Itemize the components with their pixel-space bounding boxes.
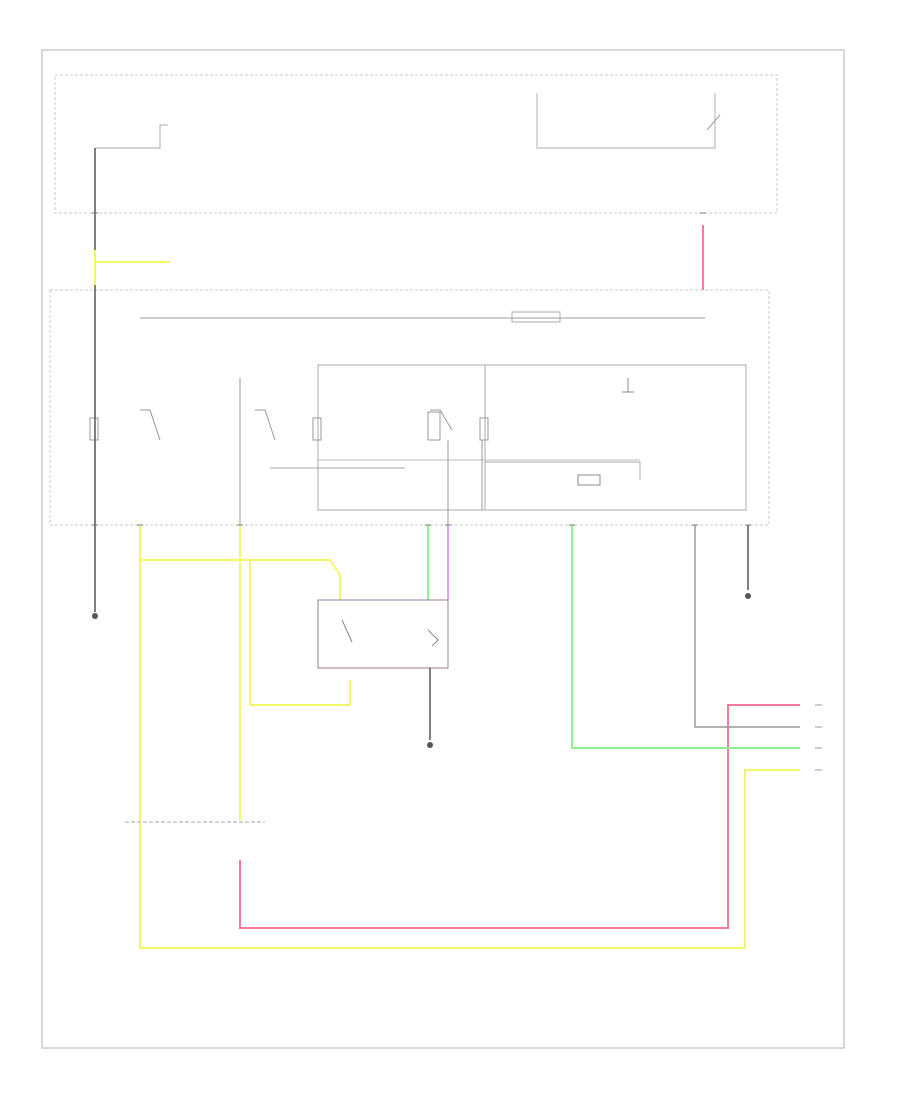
lower-module-box [49, 289, 770, 526]
wire-pink-run [239, 704, 800, 929]
relay-coil-2 [427, 411, 441, 441]
relay-panel-box [317, 364, 747, 511]
relay-coil-1 [312, 417, 322, 441]
switch-module-contact-2 [427, 629, 439, 647]
switch-contact-3 [430, 409, 453, 431]
fuse-element [577, 474, 601, 486]
wire-green-run [571, 525, 800, 749]
wire-yellow-top-run [140, 559, 341, 600]
switch-contact-1 [140, 409, 161, 441]
ground-left [92, 613, 98, 619]
upper-switch-contact [706, 114, 721, 131]
wire-yellow-switch-loop [249, 560, 351, 706]
upper-switch-outline [536, 93, 716, 149]
ground-center [427, 742, 433, 748]
outer-frame [41, 49, 845, 1049]
relay-coil-left [89, 417, 99, 441]
relay-coil-3 [479, 417, 489, 441]
connector-marks [92, 212, 751, 526]
switch-module-box [317, 599, 449, 669]
switch-contact-2 [255, 409, 276, 441]
switch-module-contact [341, 619, 353, 643]
ground-symbol-panel [622, 378, 634, 393]
wire-yellow-bottom-run [139, 769, 800, 949]
ground-right [745, 593, 751, 599]
upper-module-box [54, 74, 778, 214]
top-bus-relay [511, 311, 561, 323]
wire-gray-run [694, 525, 800, 728]
upper-left-connector [95, 124, 168, 149]
relay-panel-fuse-bracket [485, 461, 641, 480]
